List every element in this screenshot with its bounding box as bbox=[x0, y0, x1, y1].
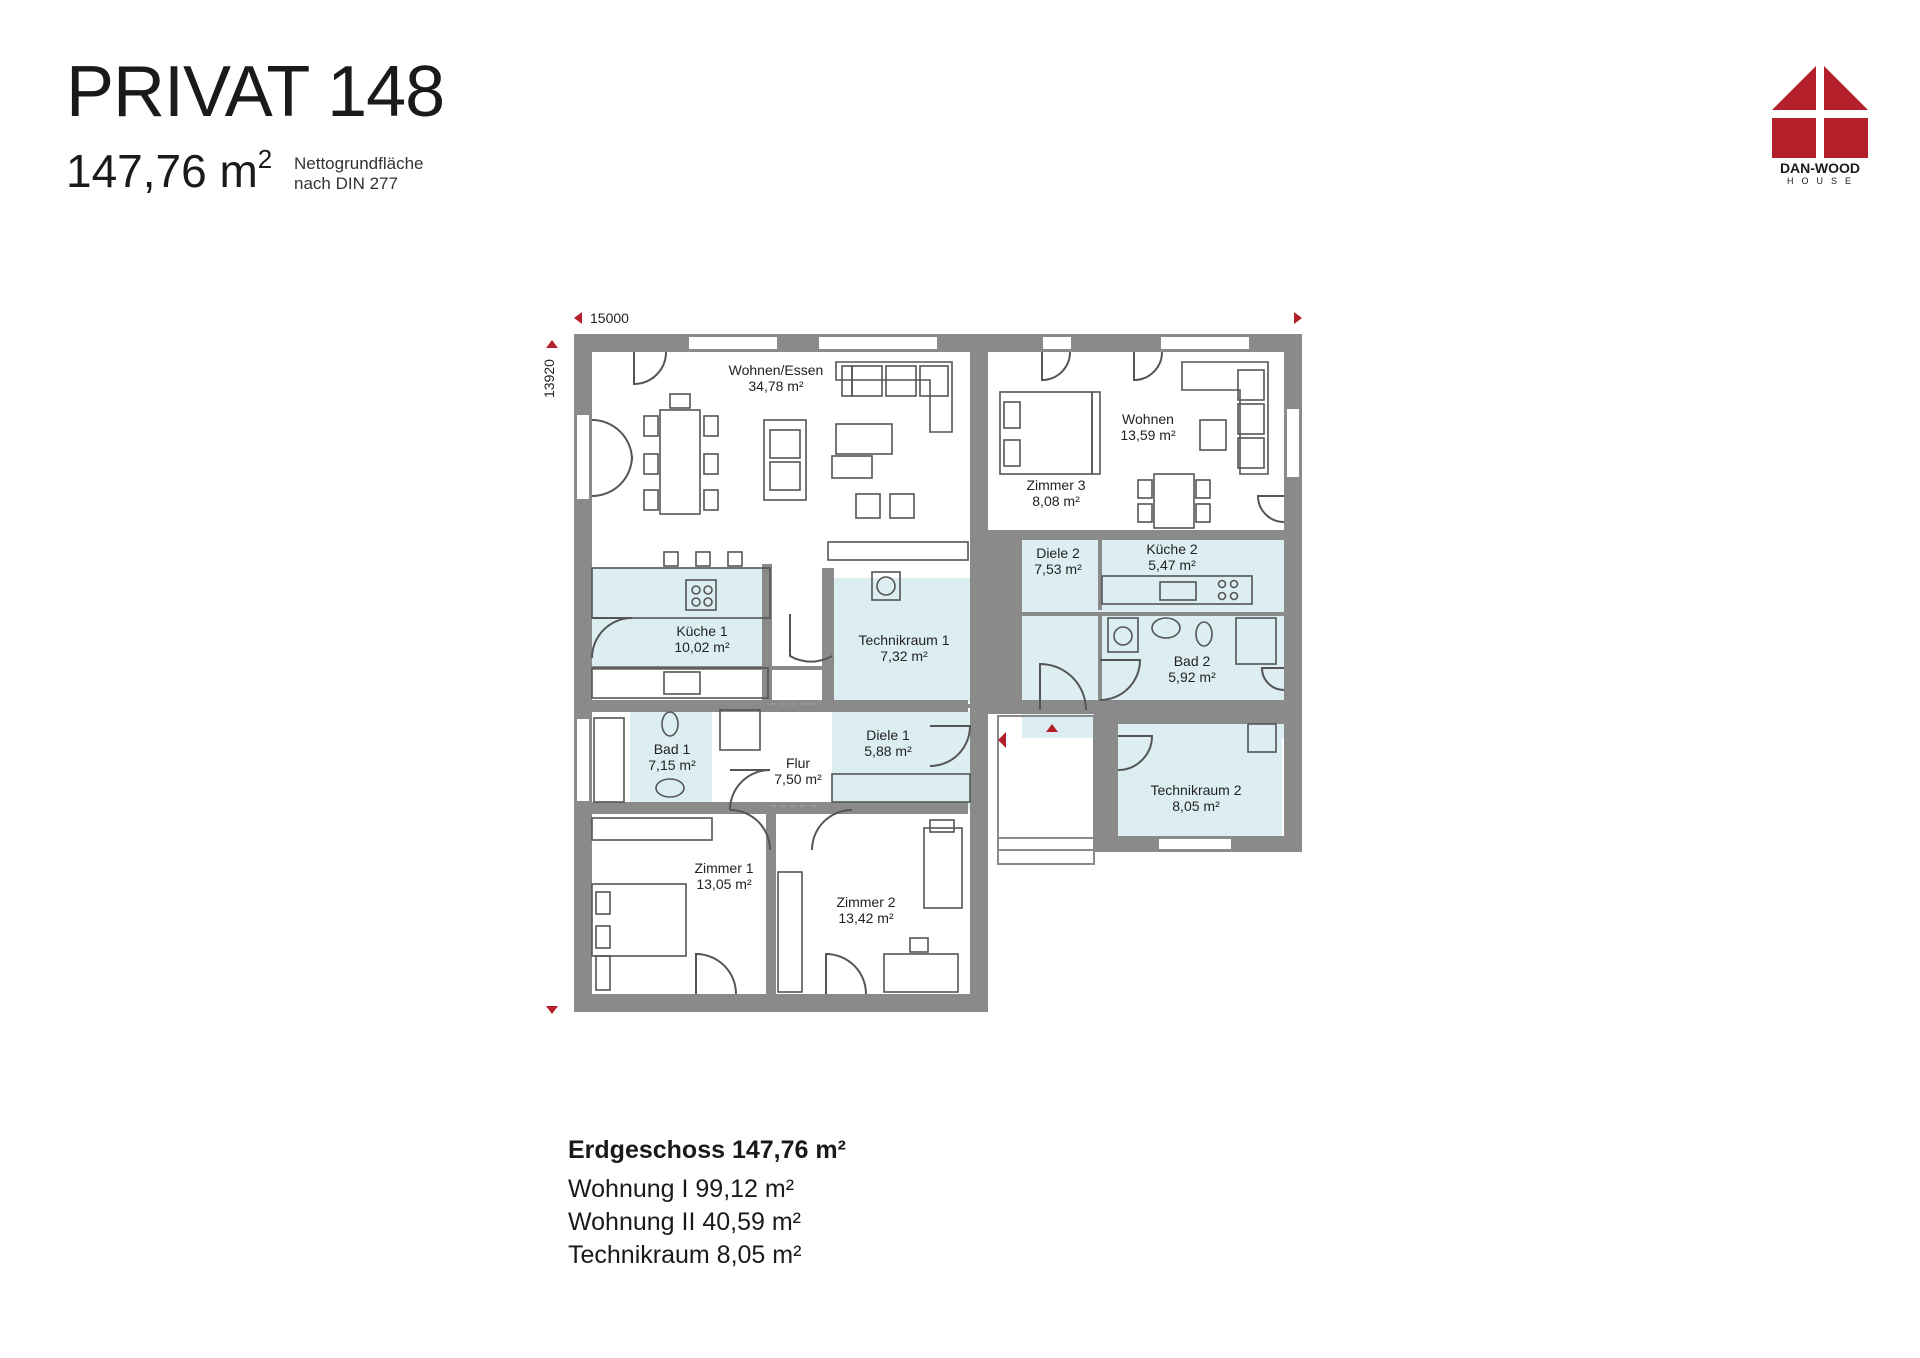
summary-heading: Erdgeschoss 147,76 m² bbox=[568, 1136, 846, 1164]
area-note-line2: nach DIN 277 bbox=[294, 174, 398, 193]
dimension-arrows bbox=[546, 312, 1302, 1014]
room-name-technikraum1: Technikraum 1 bbox=[858, 632, 949, 648]
summary-line-wohnung1: Wohnung I 99,12 m² bbox=[568, 1175, 795, 1203]
summary-line-technikraum: Technikraum 8,05 m² bbox=[568, 1241, 802, 1269]
sofa bbox=[835, 361, 953, 433]
summary-line-wohnung2: Wohnung II 40,59 m² bbox=[568, 1208, 802, 1236]
house-logo-icon bbox=[1772, 66, 1868, 158]
dining-table bbox=[659, 409, 701, 515]
room-area-wohnen-essen: 34,78 m² bbox=[748, 378, 804, 394]
room-name-wohnen-essen: Wohnen/Essen bbox=[729, 362, 824, 378]
room-area-zimmer3: 8,08 m² bbox=[1032, 493, 1080, 509]
logo-sub: HOUSE bbox=[1786, 176, 1859, 186]
dimension-height: 13920 bbox=[541, 359, 557, 398]
room-name-zimmer2: Zimmer 2 bbox=[836, 894, 895, 910]
area-note: Nettogrundfläche nach DIN 277 bbox=[294, 154, 423, 194]
area-summary: Erdgeschoss 147,76 m² Wohnung I 99,12 m²… bbox=[568, 1136, 846, 1272]
room-name-diele1: Diele 1 bbox=[866, 727, 910, 743]
room-name-flur: Flur bbox=[786, 755, 810, 771]
room-area-diele2: 7,53 m² bbox=[1034, 561, 1082, 577]
room-area-diele1: 5,88 m² bbox=[864, 743, 912, 759]
dimension-width: 15000 bbox=[590, 310, 629, 326]
furniture bbox=[591, 361, 1277, 993]
dan-wood-logo: DAN-WOOD HOUSE bbox=[1772, 66, 1868, 186]
windows bbox=[575, 335, 1301, 851]
armchair bbox=[763, 419, 807, 501]
room-area-zimmer1: 13,05 m² bbox=[696, 876, 752, 892]
room-labels: Wohnen/Essen 34,78 m² Wohnen 13,59 m² Zi… bbox=[648, 362, 1241, 926]
room-name-zimmer1: Zimmer 1 bbox=[694, 860, 753, 876]
sofa-wohnen bbox=[1181, 361, 1269, 475]
room-name-kueche1: Küche 1 bbox=[676, 623, 728, 639]
net-floor-area-value: 147,76 m bbox=[66, 145, 258, 197]
room-name-kueche2: Küche 2 bbox=[1146, 541, 1198, 557]
plan-title: PRIVAT 148 bbox=[66, 52, 445, 132]
walls bbox=[574, 334, 1302, 1012]
net-floor-area-unit-exponent: 2 bbox=[257, 144, 273, 174]
logo-name: DAN-WOOD bbox=[1779, 160, 1861, 176]
entrance-porch bbox=[997, 715, 1095, 865]
room-name-bad2: Bad 2 bbox=[1174, 653, 1211, 669]
room-area-zimmer2: 13,42 m² bbox=[838, 910, 894, 926]
room-area-flur: 7,50 m² bbox=[774, 771, 822, 787]
room-area-kueche1: 10,02 m² bbox=[674, 639, 730, 655]
threshold-lines bbox=[770, 703, 822, 807]
area-note-line1: Nettogrundfläche bbox=[294, 154, 424, 173]
room-area-bad2: 5,92 m² bbox=[1168, 669, 1216, 685]
room-name-technikraum2: Technikraum 2 bbox=[1150, 782, 1241, 798]
room-name-diele2: Diele 2 bbox=[1036, 545, 1080, 561]
kitchen-island bbox=[591, 567, 771, 619]
net-floor-area: 147,76 m2 bbox=[66, 145, 272, 197]
room-name-zimmer3: Zimmer 3 bbox=[1026, 477, 1085, 493]
bed-zimmer1 bbox=[591, 883, 687, 957]
room-area-bad1: 7,15 m² bbox=[648, 757, 696, 773]
room-name-wohnen: Wohnen bbox=[1122, 411, 1174, 427]
room-area-wohnen: 13,59 m² bbox=[1120, 427, 1176, 443]
room-area-technikraum2: 8,05 m² bbox=[1172, 798, 1220, 814]
bed-zimmer3 bbox=[999, 391, 1093, 475]
room-name-bad1: Bad 1 bbox=[654, 741, 691, 757]
room-area-technikraum1: 7,32 m² bbox=[880, 648, 928, 664]
room-area-kueche2: 5,47 m² bbox=[1148, 557, 1196, 573]
